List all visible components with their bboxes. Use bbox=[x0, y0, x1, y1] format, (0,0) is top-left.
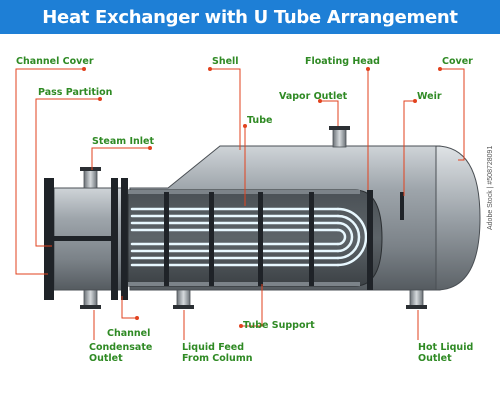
label-tube: Tube bbox=[247, 115, 273, 126]
stock-watermark: Adobe Stock | #508728091 bbox=[487, 145, 494, 230]
page-title: Heat Exchanger with U Tube Arrangement bbox=[42, 6, 458, 28]
label-liquid-feed-line2: From Column bbox=[182, 353, 253, 364]
label-shell: Shell bbox=[212, 56, 239, 67]
label-tube-support: Tube Support bbox=[243, 320, 315, 331]
label-hot-liquid-line2: Outlet bbox=[418, 353, 452, 364]
label-cover: Cover bbox=[442, 56, 473, 67]
leader-lines bbox=[15, 68, 465, 340]
label-condensate-line2: Outlet bbox=[89, 353, 123, 364]
label-channel-cover: Channel Cover bbox=[16, 56, 94, 67]
label-weir: Weir bbox=[417, 91, 442, 102]
shell-cover bbox=[435, 145, 481, 291]
channel-cover-flange bbox=[44, 178, 54, 300]
channel-flange-left bbox=[111, 178, 118, 300]
steam-inlet-nozzle bbox=[80, 167, 101, 189]
leader-dots bbox=[82, 67, 442, 328]
label-vapor-outlet: Vapor Outlet bbox=[279, 91, 348, 102]
label-steam-inlet: Steam Inlet bbox=[92, 136, 154, 147]
label-channel: Channel bbox=[107, 328, 151, 339]
pass-partition bbox=[54, 236, 111, 241]
tube-bundle bbox=[127, 189, 383, 287]
floating-head bbox=[367, 190, 373, 290]
condensate-outlet-nozzle bbox=[80, 289, 101, 309]
weir bbox=[400, 192, 404, 220]
label-condensate-line1: Condensate bbox=[89, 342, 153, 353]
vapor-outlet-nozzle bbox=[329, 126, 350, 148]
liquid-feed-nozzle bbox=[173, 289, 194, 309]
tube-supports bbox=[164, 192, 314, 286]
hot-liquid-outlet-nozzle bbox=[406, 289, 427, 309]
heat-exchanger-diagram bbox=[15, 67, 481, 340]
bundle-bottom-edge bbox=[128, 282, 360, 286]
label-pass-partition: Pass Partition bbox=[38, 87, 113, 98]
title-bar: Heat Exchanger with U Tube Arrangement bbox=[0, 0, 500, 34]
label-liquid-feed-line1: Liquid Feed bbox=[182, 342, 245, 353]
label-condensate-outlet: Condensate Outlet bbox=[89, 342, 152, 364]
label-hot-liquid-line1: Hot Liquid bbox=[418, 342, 474, 353]
label-hot-liquid-outlet: Hot Liquid Outlet bbox=[418, 342, 473, 364]
label-liquid-feed: Liquid Feed From Column bbox=[182, 342, 252, 364]
bundle-top-edge bbox=[128, 190, 360, 194]
channel-flange-right bbox=[121, 178, 128, 300]
label-floating-head: Floating Head bbox=[305, 56, 380, 67]
